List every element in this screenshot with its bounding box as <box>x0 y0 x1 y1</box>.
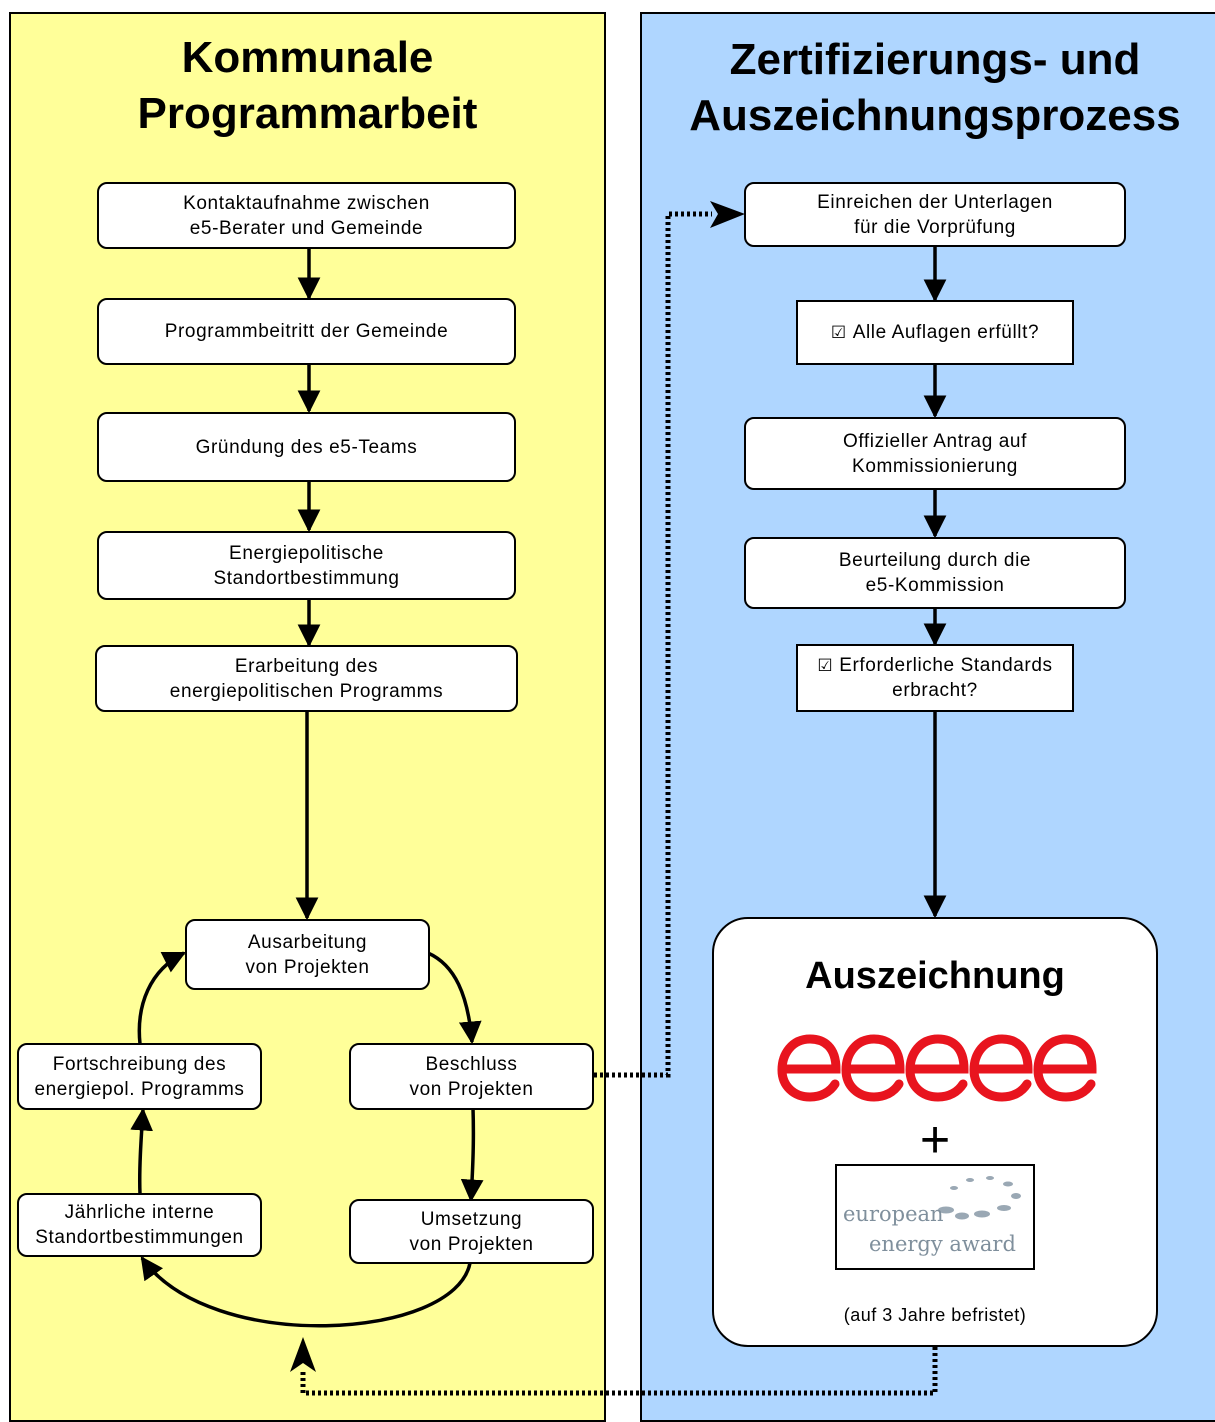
step-einreichen-line1: Einreichen der Unterlagen <box>817 191 1053 213</box>
left-title-line1: Kommunale <box>181 33 434 82</box>
check-auflagen: ☑ Alle Auflagen erfüllt? <box>796 300 1074 365</box>
cycle-ausarbeitung-line1: Ausarbeitung <box>247 931 368 953</box>
cycle-umsetzung-line1: Umsetzung <box>420 1208 523 1230</box>
step-erarbeitung-line2: energiepolitischen Programms <box>169 680 444 702</box>
cycle-jaehrliche-line2: Standortbestimmungen <box>35 1227 244 1248</box>
e5-logo-e5 <box>1033 1034 1097 1102</box>
cycle-jaehrliche-line1: Jährliche interne <box>64 1202 215 1223</box>
step-gruendung-line1: Gründung des e5-Teams <box>195 436 418 458</box>
step-antrag-line1: Offizieller Antrag auf <box>843 430 1027 452</box>
check-auflagen-line1: Alle Auflagen erfüllt? <box>852 322 1040 343</box>
e5-logo <box>777 1034 1097 1102</box>
arrow-ausarbeitung-to-beschluss <box>427 951 482 1045</box>
e5-logo-e3 <box>905 1034 969 1102</box>
arrow-umsetzung-to-jaehrliche <box>140 1256 472 1328</box>
step-erarbeitung: Erarbeitung des energiepolitischen Progra… <box>95 645 518 712</box>
step-erarbeitung-line1: Erarbeitung des <box>234 655 379 677</box>
step-einreichen: Einreichen der Unterlagen für die Vorprüf… <box>744 182 1126 247</box>
step-kontaktaufnahme-line2: e5-Berater und Gemeinde <box>189 217 424 239</box>
step-programmbeitritt: Programmbeitritt der Gemeinde <box>97 298 516 365</box>
cycle-fortschreibung-line1: Fortschreibung des <box>52 1053 227 1075</box>
auszeichnung-box: Auszeichnung + european energy <box>712 917 1158 1347</box>
step-beurteilung-line2: e5-Kommission <box>865 575 1005 596</box>
auszeichnung-note: (auf 3 Jahre befristet) <box>843 1305 1027 1325</box>
arrow-fortschreibung-to-ausarbeitung <box>137 951 187 1045</box>
cycle-beschluss: Beschluss von Projekten <box>349 1043 594 1110</box>
left-panel-title: Kommunale Programmarbeit <box>9 30 606 142</box>
step-gruendung: Gründung des e5-Teams <box>97 412 516 482</box>
e5-logo-e2 <box>841 1034 905 1102</box>
cycle-ausarbeitung-line2: von Projekten <box>245 956 370 978</box>
cycle-fortschreibung-line2: energiepol. Programms <box>34 1078 245 1100</box>
right-title-line2: Auszeichnungsprozess <box>689 91 1181 140</box>
step-beurteilung-line1: Beurteilung durch die <box>838 550 1032 571</box>
check-standards: ☑ Erforderliche Standards erbracht? <box>796 644 1074 712</box>
step-beurteilung: Beurteilung durch die e5-Kommission <box>744 537 1126 609</box>
auszeichnung-title: Auszeichnung <box>805 955 1065 997</box>
dotted-arrowhead-einreichen <box>710 201 745 228</box>
checkbox-icon: ☑ <box>817 656 834 675</box>
cycle-beschluss-line2: von Projekten <box>409 1078 534 1100</box>
step-standortbestimmung-line1: Energiepolitische <box>229 542 384 564</box>
right-title-line1: Zertifizierungs- und <box>729 35 1141 84</box>
step-kontaktaufnahme-line1: Kontaktaufnahme zwischen <box>183 192 430 214</box>
dotted-arrowhead-cycle <box>290 1337 316 1372</box>
step-kontaktaufnahme: Kontaktaufnahme zwischen e5-Berater und G… <box>97 182 516 249</box>
cycle-umsetzung: Umsetzung von Projekten <box>349 1199 594 1264</box>
e5-logo-e1 <box>777 1034 841 1102</box>
right-panel-title: Zertifizierungs- und Auszeichnungsprozes… <box>640 32 1215 144</box>
dotted-auszeichnung-to-cycle <box>300 1347 938 1396</box>
cycle-umsetzung-line2: von Projekten <box>409 1233 534 1255</box>
dotted-beschluss-to-einreichen <box>594 211 712 1078</box>
logo-text-energy-award: energy award <box>869 1232 1016 1256</box>
step-einreichen-line2: für die Vorprüfung <box>854 216 1016 238</box>
plus-sign: + <box>919 1111 951 1169</box>
e5-logo-e4 <box>969 1034 1033 1102</box>
step-standortbestimmung-line2: Standortbestimmung <box>213 567 400 589</box>
step-antrag-line2: Kommissionierung <box>852 455 1018 477</box>
cycle-fortschreibung: Fortschreibung des energiepol. Programms <box>17 1043 262 1110</box>
arrow-jaehrliche-to-fortschreibung <box>130 1107 153 1195</box>
check-standards-line2: erbracht? <box>892 680 978 701</box>
checkbox-icon: ☑ <box>830 323 847 342</box>
logo-text-european: european <box>843 1202 944 1226</box>
check-standards-line1: Erforderliche Standards <box>839 655 1053 676</box>
arrow-beschluss-to-umsetzung <box>460 1107 484 1203</box>
european-energy-award-logo: european energy award <box>835 1164 1035 1270</box>
star-ring-icon <box>938 1176 1021 1220</box>
step-programmbeitritt-line1: Programmbeitritt der Gemeinde <box>164 321 449 342</box>
left-title-line2: Programmarbeit <box>137 89 478 138</box>
cycle-ausarbeitung: Ausarbeitung von Projekten <box>185 919 430 990</box>
cycle-beschluss-line1: Beschluss <box>425 1053 518 1075</box>
